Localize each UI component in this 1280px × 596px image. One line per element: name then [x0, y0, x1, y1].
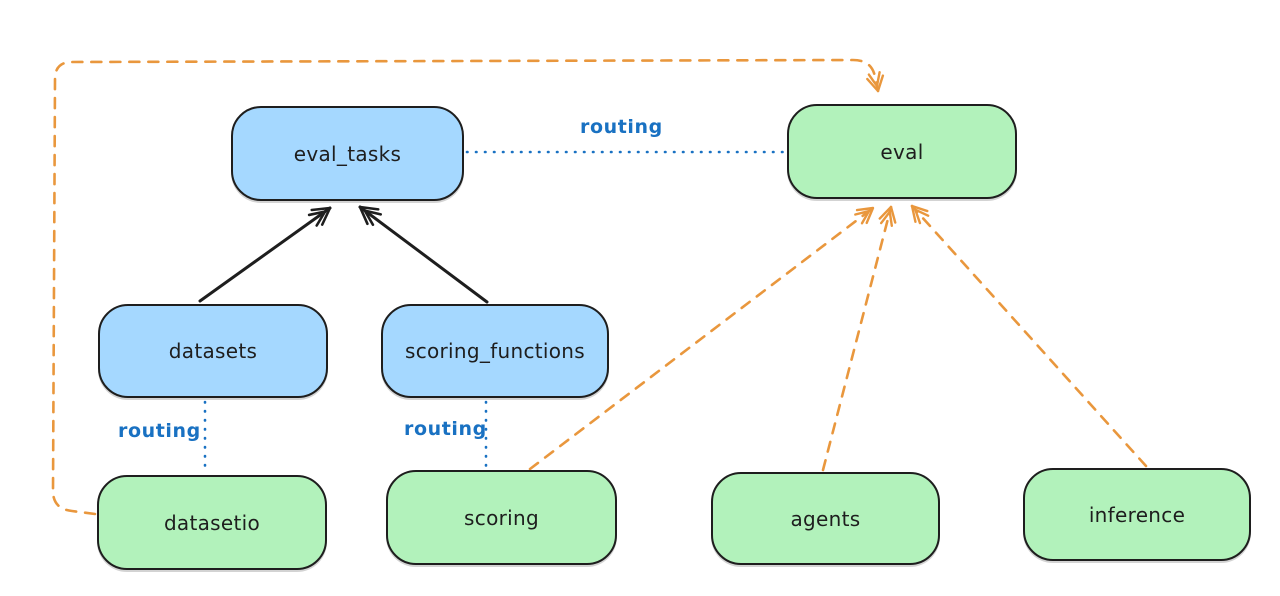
edge-agents-to-eval [821, 205, 897, 472]
node-eval-tasks-label: eval_tasks [293, 141, 402, 166]
node-agents: agents [711, 472, 940, 565]
edge-datasets-to-eval-tasks [198, 206, 332, 303]
node-eval-tasks: eval_tasks [231, 106, 464, 201]
node-inference: inference [1023, 468, 1251, 561]
node-datasetio: datasetio [97, 475, 327, 570]
node-eval-label: eval [880, 139, 924, 164]
node-datasets: datasets [98, 304, 328, 398]
node-scoring: scoring [386, 470, 617, 565]
edge-inference-to-eval [910, 204, 1148, 468]
node-agents-label: agents [790, 506, 861, 531]
edge-label-routing-eval-tasks-eval: routing [580, 116, 663, 138]
node-eval: eval [787, 104, 1017, 199]
node-datasets-label: datasets [168, 339, 258, 363]
node-inference-label: inference [1088, 502, 1186, 527]
edge-label-routing-scoring-functions-scoring: routing [404, 418, 487, 440]
edge-scoring-to-eval [528, 206, 875, 471]
node-scoring-functions-label: scoring_functions [404, 339, 586, 363]
node-scoring-functions: scoring_functions [381, 304, 609, 398]
edge-scoring-functions-to-eval-tasks [358, 205, 489, 304]
node-scoring-label: scoring [464, 505, 539, 530]
edge-label-routing-datasets-datasetio: routing [118, 420, 201, 442]
node-datasetio-label: datasetio [163, 510, 261, 535]
edge-datasetio-to-eval [51, 58, 885, 516]
